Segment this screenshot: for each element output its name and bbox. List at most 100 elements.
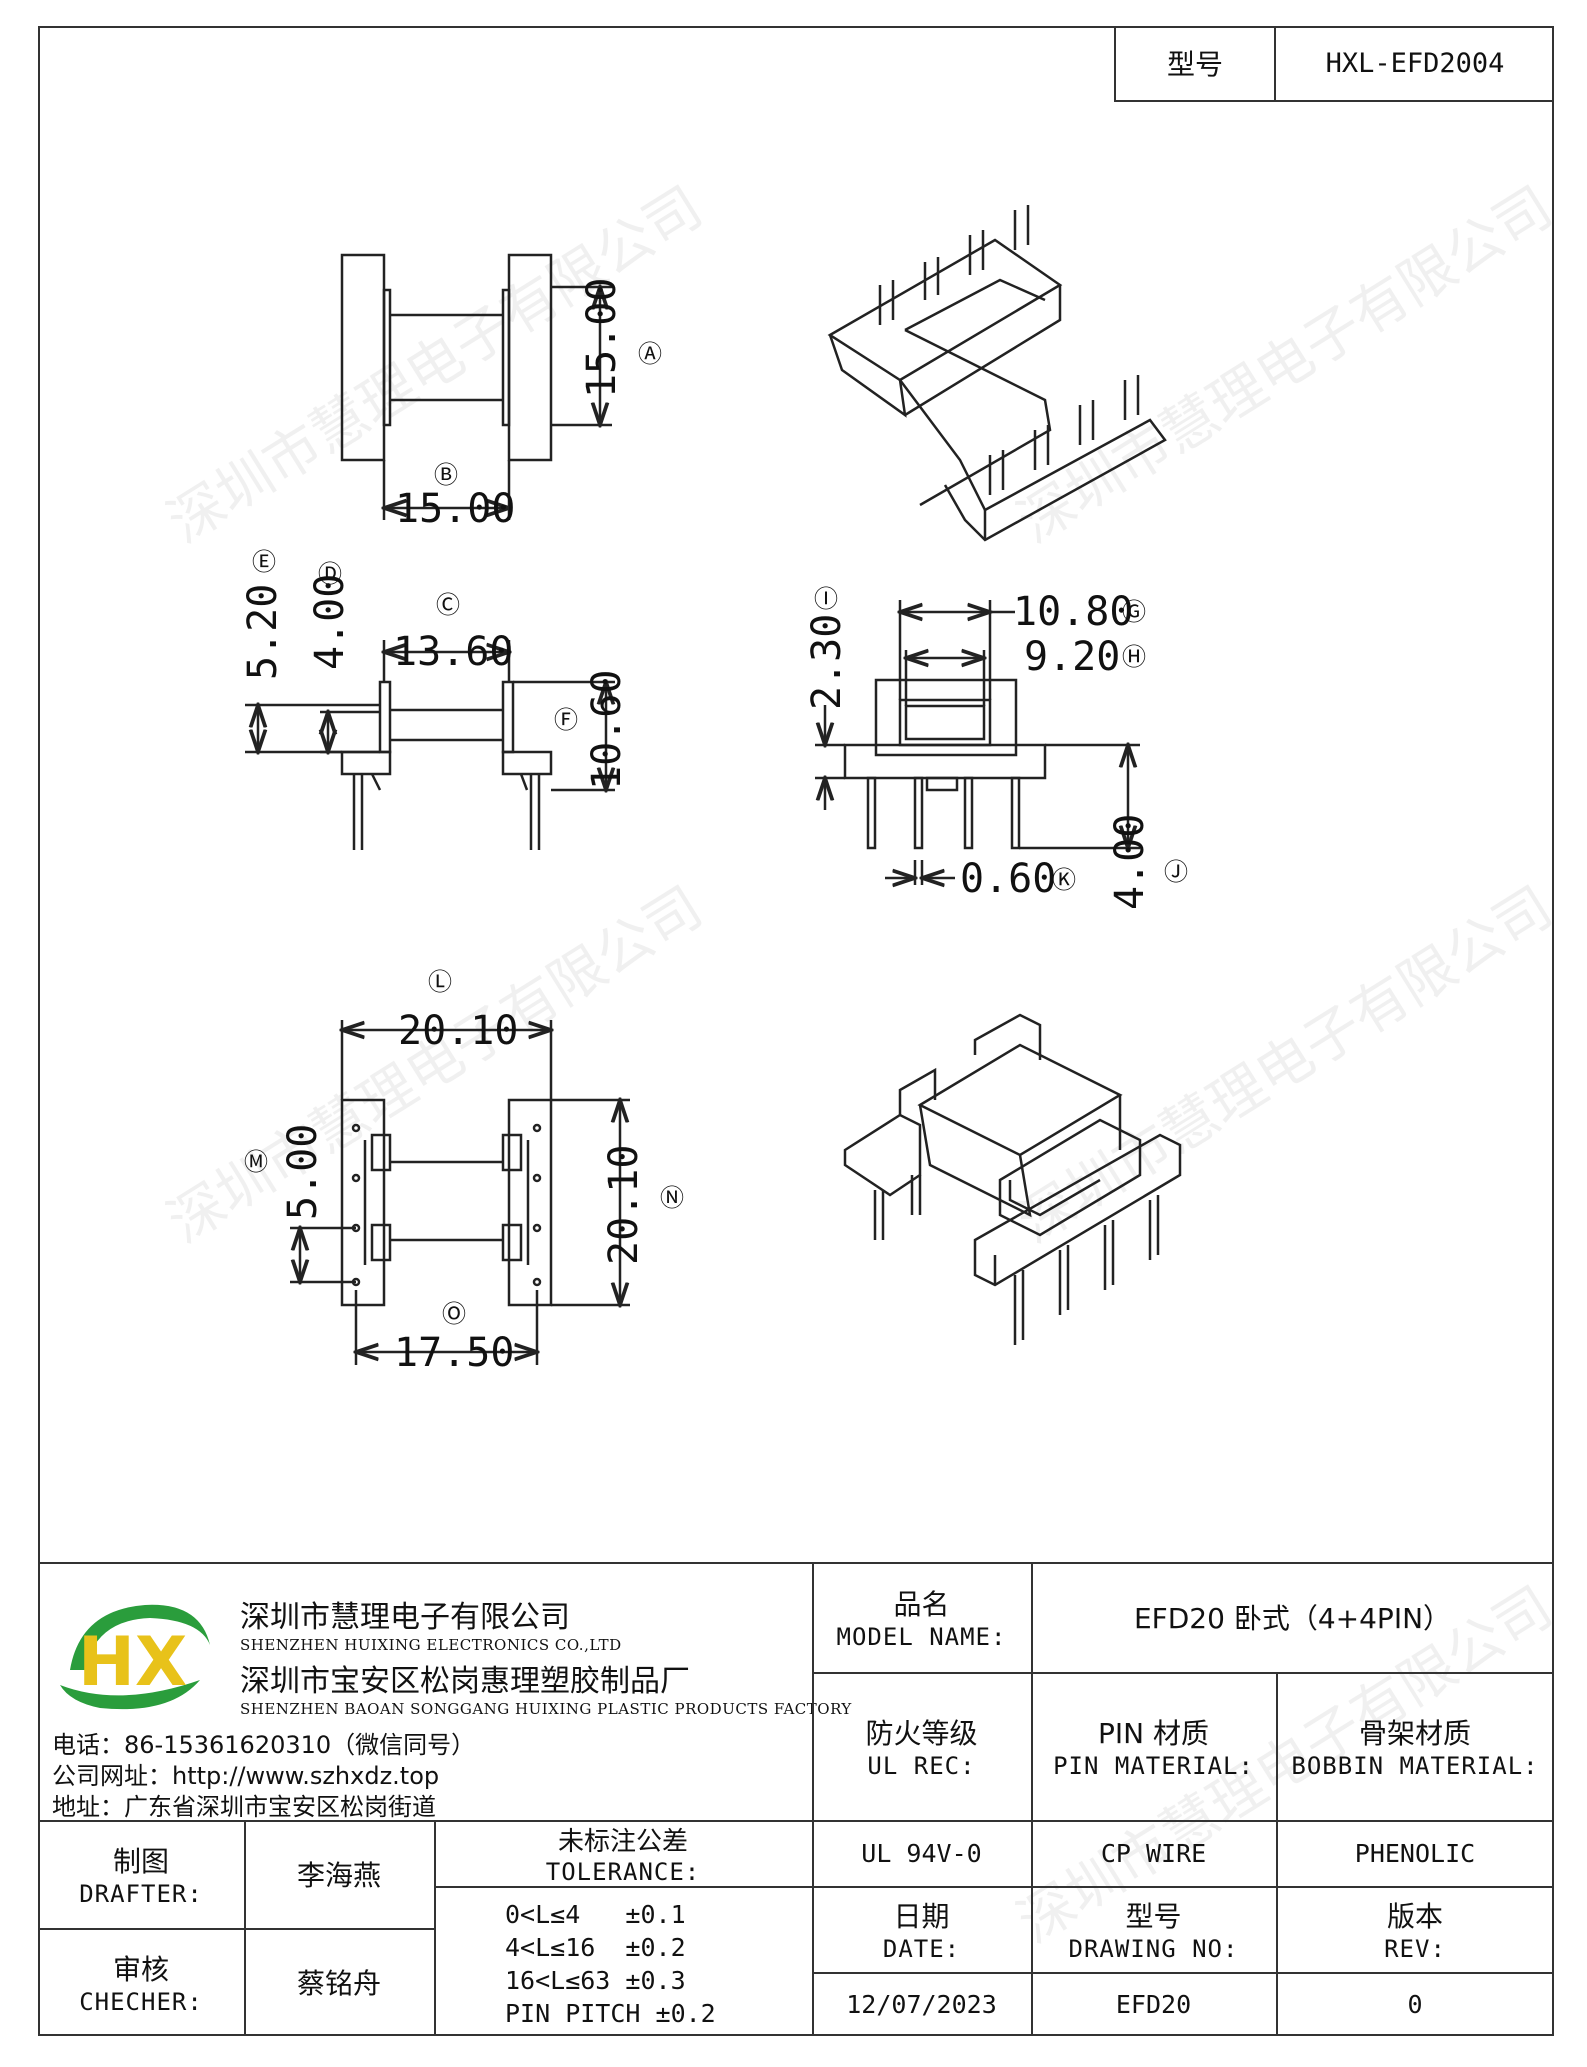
dim-f-marker: Ⓕ [554,706,578,734]
dim-c-marker: Ⓒ [436,591,460,619]
tolerance-table: 0<L≤4 ±0.1 4<L≤16 ±0.2 16<L≤63 ±0.3 PIN … [505,1898,805,2030]
dim-j-value: 4.00 [1107,814,1153,910]
drafter-label-en: DRAFTER: [79,1880,203,1908]
view-isometric-bottom [843,1013,1182,1345]
dim-m-value: 5.00 [280,1124,326,1220]
title-block-top-border [38,1562,1554,1564]
title-block-divider [1031,1562,1033,2036]
view-side-middle [245,640,615,850]
bobbin-material-label: 骨架材质 BOBBIN MATERIAL: [1276,1672,1554,1820]
dim-k-value: 0.60 [960,856,1056,902]
date-label-zh: 日期 [893,1900,950,1933]
pin-material-label: PIN 材质 PIN MATERIAL: [1031,1672,1276,1820]
drafter-label-zh: 制图 [112,1845,169,1878]
rev-label: 版本 REV: [1276,1886,1554,1972]
drawing-no-label: 型号 DRAWING NO: [1031,1886,1276,1972]
dim-l-value: 20.10 [398,1008,518,1054]
checker-label-en: CHECHER: [79,1988,203,2016]
drawing-no-label-en: DRAWING NO: [1068,1935,1239,1963]
checker-label-zh: 审核 [112,1953,169,1986]
pin-material-value: CP WIRE [1100,1838,1207,1868]
company-address: 地址：广东省深圳市宝安区松岗街道 [52,1793,436,1821]
model-name-label-zh: 品名 [893,1588,950,1621]
view-side-top [340,253,612,520]
dim-c-value: 13.60 [393,629,513,675]
company-logo: HX [50,1590,220,1715]
model-name-label-en: MODEL NAME: [836,1623,1007,1651]
rev-label-en: REV: [1384,1935,1446,1963]
dim-m-marker: Ⓜ [244,1148,268,1176]
rev-value: 0 [1407,1989,1423,2019]
checker-value: 蔡铭舟 [296,1967,381,2000]
ul-rec-value: UL 94V-0 [861,1838,982,1868]
tolerance-label-en: TOLERANCE: [545,1857,701,1886]
title-block-divider [244,1820,246,2036]
bobbin-material-value: PHENOLIC [1354,1838,1476,1868]
title-block-divider [812,1886,1554,1888]
dim-e-value: 5.20 [240,584,286,680]
pin-material-label-en: PIN MATERIAL: [1053,1752,1254,1780]
dim-h-value: 9.20 [1024,634,1120,680]
tolerance-line: 4<L≤16 ±0.2 [505,1933,686,1962]
company-name-zh-1: 深圳市慧理电子有限公司 [240,1600,570,1635]
view-front-middle [815,600,1140,885]
dim-g-marker: Ⓖ [1122,598,1146,626]
dim-e-marker: Ⓔ [252,548,276,576]
tolerance-label-zh: 未标注公差 [557,1826,688,1857]
title-block-divider [434,1886,812,1888]
dim-b-value: 15.00 [395,486,515,532]
date-label: 日期 DATE: [812,1886,1031,1972]
title-block-divider [812,1972,1554,1974]
dim-a-marker: Ⓐ [638,340,662,368]
drawing-no-label-zh: 型号 [1125,1900,1182,1933]
title-block-divider [38,1820,1554,1822]
checker-label: 审核 CHECHER: [38,1928,244,2036]
dim-a-value: 15.00 [579,278,625,398]
dim-k-marker: Ⓚ [1052,866,1076,894]
header-model-box: 型号 HXL-EFD2004 [1114,26,1554,102]
dim-o-value: 17.50 [394,1330,514,1376]
view-isometric-top [827,205,1167,542]
header-model-value: HXL-EFD2004 [1325,47,1505,79]
title-block-divider [434,1820,436,2036]
logo-text: HX [78,1623,187,1702]
model-name-value: EFD20 卧式（4+4PIN） [1133,1602,1452,1635]
title-block-divider [812,1562,814,2036]
dim-o-marker: Ⓞ [442,1300,466,1328]
company-website: 公司网址：http://www.szhxdz.top [52,1762,440,1790]
drafter-value: 李海燕 [296,1859,381,1892]
tolerance-line: 16<L≤63 ±0.3 [505,1966,686,1995]
dim-i-value: 2.30 [804,614,850,710]
date-value: 12/07/2023 [846,1989,997,2019]
dim-i-marker: Ⓘ [814,585,838,613]
title-block-divider [1276,1672,1278,2036]
drafter-label: 制图 DRAFTER: [38,1820,244,1928]
view-plan-bottom [290,1020,630,1365]
dim-h-marker: Ⓗ [1122,643,1146,671]
dim-n-value: 20.10 [601,1145,647,1265]
dim-l-marker: Ⓛ [428,968,452,996]
company-name-zh-2: 深圳市宝安区松岗惠理塑胶制品厂 [240,1664,690,1699]
drawing-no-value: EFD20 [1115,1989,1192,2019]
company-name-en-2: SHENZHEN BAOAN SONGGANG HUIXING PLASTIC … [240,1700,852,1718]
dim-g-value: 10.80 [1013,589,1133,635]
tolerance-line: PIN PITCH ±0.2 [505,1999,716,2028]
title-block-divider [812,1672,1554,1674]
model-name-label: 品名 MODEL NAME: [812,1562,1031,1672]
dim-d-marker: Ⓓ [318,560,342,588]
rev-label-zh: 版本 [1386,1900,1443,1933]
tolerance-line: 0<L≤4 ±0.1 [505,1900,686,1929]
pin-material-label-zh: PIN 材质 [1098,1717,1209,1750]
ul-rec-label-en: UL REC: [867,1752,976,1780]
header-model-label: 型号 [1116,26,1276,100]
company-name-en-1: SHENZHEN HUIXING ELECTRONICS CO.,LTD [240,1636,622,1654]
tolerance-label: 未标注公差 TOLERANCE: [434,1820,812,1886]
dim-f-value: 10.60 [584,670,630,790]
company-phone: 电话：86-15361620310（微信同号） [52,1731,476,1759]
title-block-divider [38,1928,434,1930]
drawing-frame [38,26,1554,2036]
bobbin-material-label-zh: 骨架材质 [1358,1717,1471,1750]
ul-rec-label: 防火等级 UL REC: [812,1672,1031,1820]
dim-j-marker: Ⓙ [1164,858,1188,886]
dim-b-marker: Ⓑ [434,461,458,489]
